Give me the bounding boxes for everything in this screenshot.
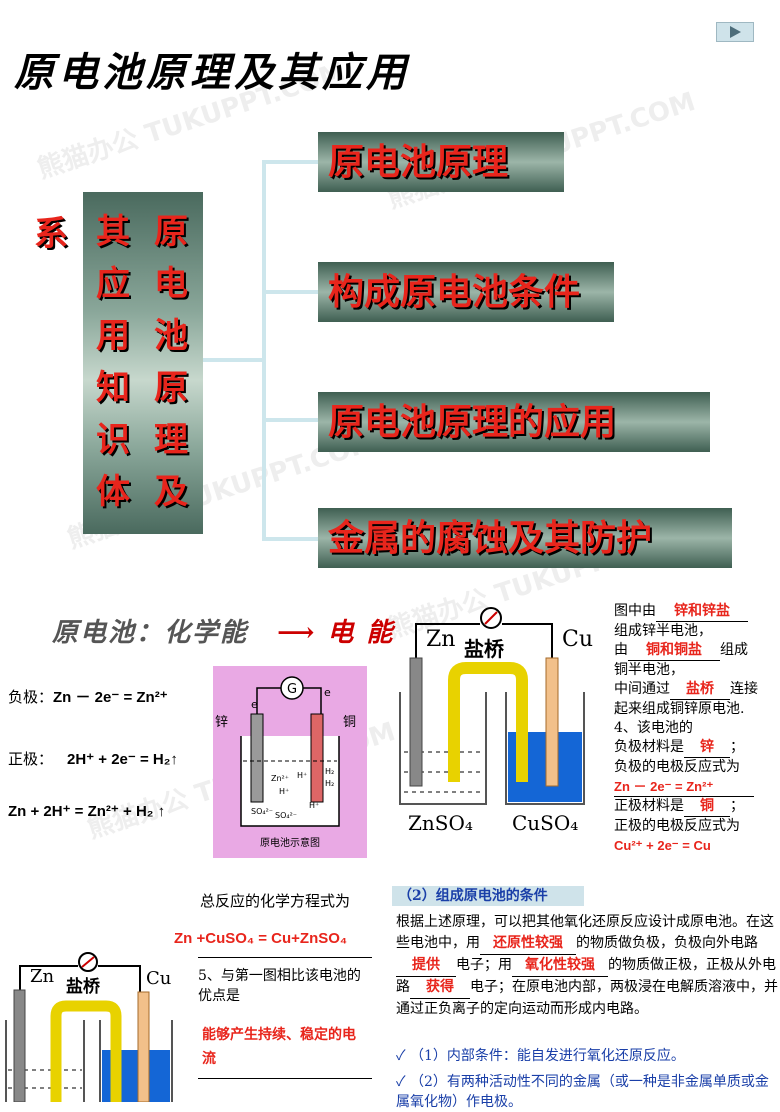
svg-text:e: e xyxy=(324,686,331,699)
svg-text:SO₄²⁻: SO₄²⁻ xyxy=(275,811,297,820)
branch-corrosion[interactable]: 金属的腐蚀及其防护 xyxy=(318,508,732,568)
connector xyxy=(262,418,320,422)
salt-bridge-diagram-2: Zn Cu 盐桥 xyxy=(0,952,180,1103)
check-icon: ✓ xyxy=(396,1074,406,1090)
answer-underline xyxy=(198,1078,372,1079)
svg-text:Cu: Cu xyxy=(146,968,171,989)
svg-text:Zn: Zn xyxy=(30,966,55,987)
salt-bridge-2-svg: Zn Cu 盐桥 xyxy=(5,952,173,1103)
answer-underline xyxy=(198,957,372,958)
svg-text:H⁺: H⁺ xyxy=(309,801,319,810)
galvanometer-label: G xyxy=(287,682,297,697)
connector xyxy=(203,358,265,362)
svg-text:Zn²⁺: Zn²⁺ xyxy=(271,774,289,783)
svg-text:H₂: H₂ xyxy=(325,779,334,788)
svg-text:CuSO₄: CuSO₄ xyxy=(512,811,578,835)
conditions-paragraph: 根据上述原理，可以把其他氧化还原反应设计成原电池。在这些电池中，用还原性较强的物… xyxy=(396,914,778,1017)
left-box-col2: 其应用 知识体 xyxy=(96,212,130,512)
arrow-right-icon: ⟶ xyxy=(277,618,317,648)
next-slide-button[interactable] xyxy=(716,22,754,42)
svg-text:Cu: Cu xyxy=(562,627,593,652)
cell-diagram-svg: G e e 锌 铜 Zn²⁺ H⁺ SO₄²⁻ H⁺ H₂ H₂ H⁺ SO₄²… xyxy=(215,676,356,849)
connector xyxy=(262,290,320,294)
conditions-heading: （2）组成原电池的条件 xyxy=(392,886,584,906)
branch-principle[interactable]: 原电池原理 xyxy=(318,132,564,192)
svg-text:H⁺: H⁺ xyxy=(279,787,289,796)
copper-label: 铜 xyxy=(343,715,356,730)
svg-text:ZnSO₄: ZnSO₄ xyxy=(408,811,473,835)
connector xyxy=(262,537,320,541)
total-reaction: Zn + 2H⁺ = Zn²⁺ + H₂ ↑ xyxy=(8,803,166,820)
condition-2: ✓ （2）有两种活动性不同的金属（或一种是非金属单质或金属氧化物）作电极。 xyxy=(396,1074,769,1110)
svg-text:Zn: Zn xyxy=(426,627,455,652)
svg-text:H₂: H₂ xyxy=(325,767,334,776)
branch-conditions[interactable]: 构成原电池条件 xyxy=(318,262,614,322)
positive-electrode: 正极：2H⁺ + 2e⁻ = H₂↑ xyxy=(8,750,178,768)
page-title: 原电池原理及其应用 xyxy=(14,49,410,96)
check-icon: ✓ xyxy=(396,1048,406,1064)
connector xyxy=(262,160,266,540)
svg-text:盐桥: 盐桥 xyxy=(464,637,505,661)
question-5: 5、与第一图相比该电池的优点是 xyxy=(198,968,361,1004)
salt-bridge-diagram: Zn Cu 盐桥 ZnSO₄ CuSO₄ xyxy=(394,602,606,840)
zinc-label: 锌 xyxy=(215,715,228,730)
knowledge-system-box: 其应用 知识体 原电池 原理及 xyxy=(83,192,203,534)
total-question: 总反应的化学方程式为 xyxy=(200,892,351,910)
branch-application[interactable]: 原电池原理的应用 xyxy=(318,392,710,452)
right-text-block: 图中由锌和锌盐 组成锌半电池， 由铜和铜盐组成 铜半电池， 中间通过盐桥连接 起… xyxy=(614,603,758,853)
svg-text:e: e xyxy=(251,698,258,711)
left-box-col3: 原电池 原理及 xyxy=(154,212,188,512)
svg-text:盐桥: 盐桥 xyxy=(66,976,101,997)
svg-text:H⁺: H⁺ xyxy=(297,771,307,780)
svg-text:SO₄²⁻: SO₄²⁻ xyxy=(251,807,273,816)
section-heading: 原电池：化学能 ⟶ 电 能 xyxy=(52,618,395,648)
connector xyxy=(262,160,320,164)
answer-5: 能够产生持续、稳定的电流 xyxy=(202,1026,356,1066)
negative-electrode: 负极：Zn － 2e⁻ = Zn²⁺ xyxy=(8,688,168,706)
total-answer: Zn +CuSO₄ = Cu+ZnSO₄ xyxy=(174,930,348,947)
diagram-caption: 原电池示意图 xyxy=(260,836,320,849)
condition-1: ✓ （1）内部条件：能自发进行氧化还原反应。 xyxy=(396,1048,685,1064)
left-label-col1: 系 xyxy=(34,214,68,254)
cell-diagram: G e e 锌 铜 Zn²⁺ H⁺ SO₄²⁻ H⁺ H₂ H₂ H⁺ SO₄²… xyxy=(213,666,367,858)
salt-bridge-svg: Zn Cu 盐桥 ZnSO₄ CuSO₄ xyxy=(399,607,593,835)
